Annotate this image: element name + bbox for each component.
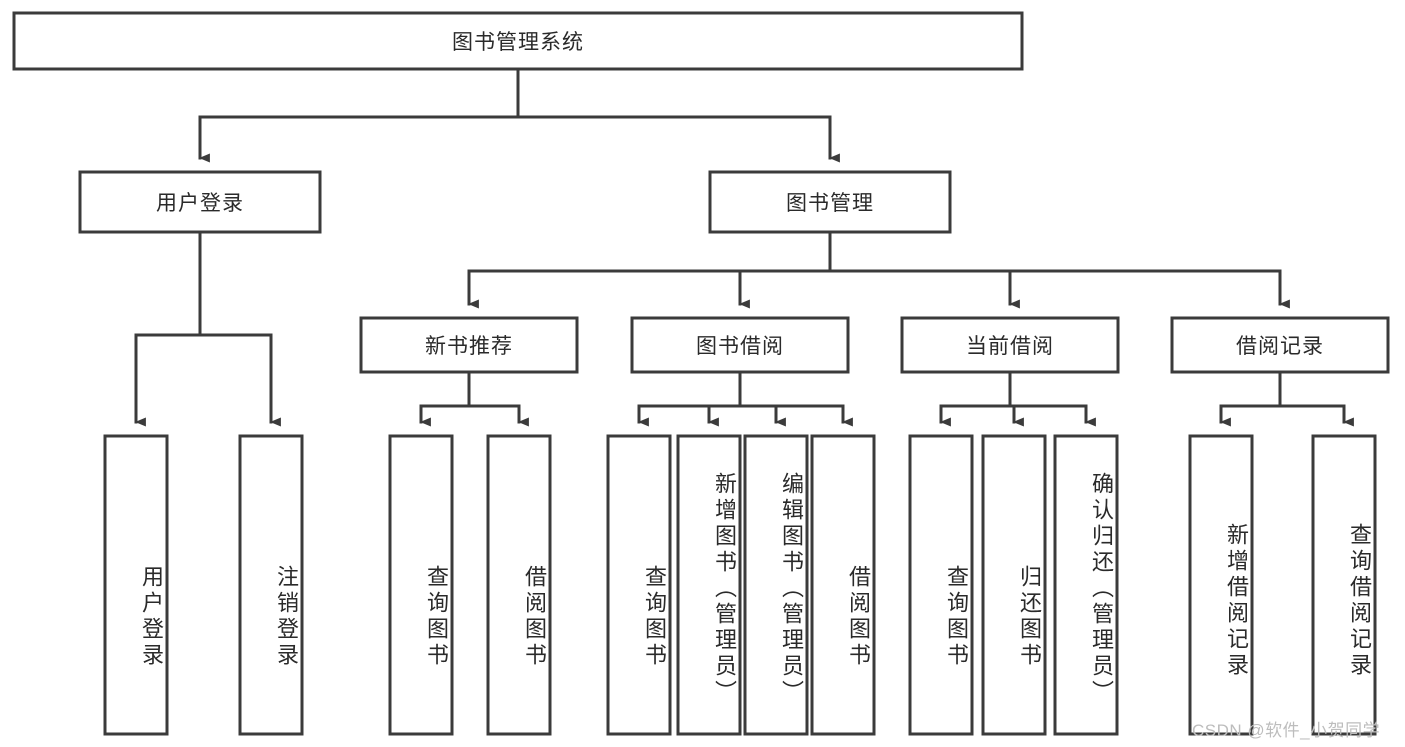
connector-group-user-login xyxy=(134,230,281,427)
node-box-leaf-add-record[interactable] xyxy=(1188,434,1254,736)
connector-group-new-book-recommend xyxy=(419,370,529,427)
connector-group-book-manage xyxy=(467,230,1290,309)
watermark-text: CSDN @软件_小贺同学 xyxy=(1192,721,1381,740)
node-box-root[interactable] xyxy=(12,11,1024,71)
node-box-leaf-edit-book[interactable] xyxy=(743,434,809,736)
node-box-leaf-borrow-book-1[interactable] xyxy=(486,434,552,736)
node-box-leaf-query-book-2[interactable] xyxy=(606,434,672,736)
connector-group-book-borrow xyxy=(637,370,853,427)
node-box-leaf-user-login[interactable] xyxy=(103,434,169,736)
node-box-new-book-recommend[interactable] xyxy=(359,316,579,374)
node-box-user-login[interactable] xyxy=(78,170,322,234)
node-box-current-borrow[interactable] xyxy=(900,316,1120,374)
node-box-leaf-add-book[interactable] xyxy=(676,434,742,736)
node-box-leaf-logout[interactable] xyxy=(238,434,304,736)
node-box-leaf-query-record[interactable] xyxy=(1311,434,1377,736)
connector-group-root xyxy=(198,67,840,163)
node-box-leaf-return-book[interactable] xyxy=(981,434,1047,736)
node-box-book-borrow[interactable] xyxy=(630,316,850,374)
node-box-leaf-query-book-3[interactable] xyxy=(908,434,974,736)
node-box-leaf-borrow-book-2[interactable] xyxy=(810,434,876,736)
node-box-borrow-record[interactable] xyxy=(1170,316,1390,374)
connector-group-borrow-record xyxy=(1219,370,1354,427)
node-box-leaf-query-book-1[interactable] xyxy=(388,434,454,736)
node-box-leaf-confirm-return[interactable] xyxy=(1053,434,1119,736)
connector-group-current-borrow xyxy=(939,370,1096,427)
node-box-book-manage[interactable] xyxy=(708,170,952,234)
